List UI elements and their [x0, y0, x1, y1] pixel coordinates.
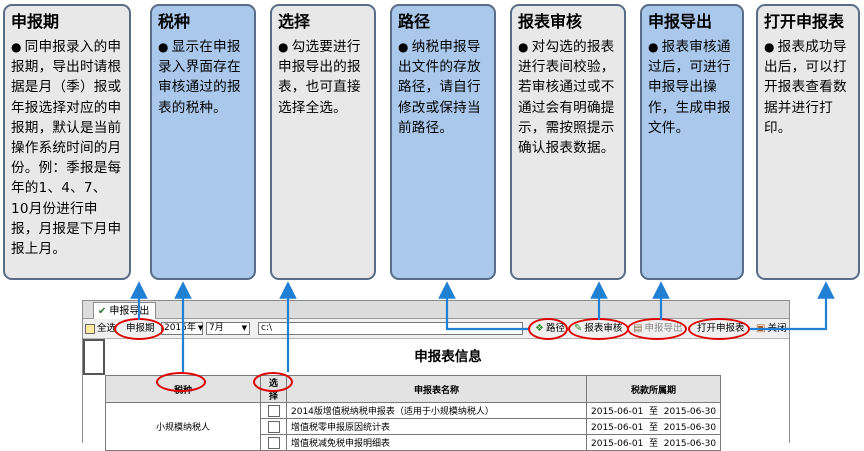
callout-path: 路径 ●纳税申报导出文件的存放路径，请自行修改或保持当前路径。 — [390, 4, 496, 280]
callout-export: 申报导出 ●报表审核通过后，可进行申报导出操作，生成申报文件。 — [640, 4, 744, 280]
highlight-open-report-button — [688, 318, 750, 340]
callout-body: 勾选要进行申报导出的报表，也可直接选择全选。 — [278, 39, 361, 116]
select-all-checkbox[interactable]: 全选 — [85, 321, 116, 336]
checkbox-icon — [85, 323, 95, 334]
callout-body: 同申报录入的申报期，导出时请根据是月（季）报或年报选择对应的申报期，默认是当前操… — [11, 39, 122, 258]
highlight-export-button — [627, 318, 687, 340]
checkmark-icon: ✔ — [98, 305, 107, 317]
highlight-tax-type-header — [156, 372, 206, 392]
tab-declare-export[interactable]: ✔ 申报导出 — [93, 302, 157, 319]
chevron-down-icon: ▼ — [241, 324, 247, 332]
bullet-icon: ● — [648, 40, 659, 54]
header-tax-period: 税款所属期 — [585, 375, 722, 403]
table-row: 增值税减免税申报明细表 2015-06-01 至 2015-06-30 — [106, 434, 722, 451]
select-all-label: 全选 — [97, 323, 117, 334]
bullet-icon: ● — [158, 40, 169, 54]
callout-body: 显示在申报录入界面存在审核通过的报表的税种。 — [158, 39, 241, 116]
callout-body: 报表成功导出后，可以打开报表查看数据并进行打印。 — [764, 39, 847, 136]
bullet-icon: ● — [764, 40, 775, 54]
callout-title: 报表审核 — [518, 12, 583, 31]
callout-title: 申报期 — [11, 12, 60, 31]
row-header-cell — [83, 339, 105, 375]
row-checkbox[interactable] — [267, 420, 280, 433]
callout-title: 路径 — [398, 12, 431, 31]
sheet-title: 申报表信息 — [414, 349, 482, 365]
callout-title: 申报导出 — [648, 12, 713, 31]
highlight-path-button — [528, 318, 568, 340]
arrow-open-report — [750, 281, 835, 331]
bullet-icon: ● — [398, 40, 409, 54]
callout-period: 申报期 ●同申报录入的申报期，导出时请根据是月（季）报或年报选择对应的申报期，默… — [3, 4, 131, 280]
header-report-name: 申报表名称 — [286, 375, 587, 403]
callout-tax-type: 税种 ●显示在申报录入界面存在审核通过的报表的税种。 — [150, 4, 256, 280]
callout-body: 纳税申报导出文件的存放路径，请自行修改或保持当前路径。 — [398, 39, 481, 136]
bullet-icon: ● — [518, 40, 529, 54]
tab-bar: ✔ 申报导出 — [83, 301, 789, 319]
bullet-icon: ● — [278, 40, 289, 54]
bullet-icon: ● — [11, 40, 22, 54]
callout-audit: 报表审核 ●对勾选的报表进行表间校验，若审核通过或不通过会有明确提示，需按照提示… — [510, 4, 626, 280]
callout-open-report: 打开申报表 ●报表成功导出后，可以打开报表查看数据并进行打印。 — [756, 4, 860, 280]
tab-label: 申报导出 — [109, 305, 150, 317]
callout-body: 报表审核通过后，可进行申报导出操作，生成申报文件。 — [648, 39, 731, 136]
tax-period-cell: 2015-06-01 至 2015-06-30 — [585, 434, 722, 451]
row-checkbox[interactable] — [267, 436, 280, 449]
callout-select: 选择 ●勾选要进行申报导出的报表，也可直接选择全选。 — [270, 4, 376, 280]
chevron-down-icon: ▼ — [197, 324, 204, 332]
month-select[interactable]: 7月▼ — [206, 322, 250, 335]
callout-body: 对勾选的报表进行表间校验，若审核通过或不通过会有明确提示，需按照提示确认报表数据… — [518, 39, 615, 157]
callout-title: 税种 — [158, 12, 191, 31]
highlight-select-header — [253, 372, 293, 392]
callout-title: 打开申报表 — [764, 12, 845, 31]
arrow-path — [438, 281, 528, 331]
row-checkbox[interactable] — [267, 404, 280, 417]
callout-title: 选择 — [278, 12, 311, 31]
report-sheet: 申报表信息 税种 选择 申报表名称 税款所属期 小规模纳税人 2014版增值税纳… — [83, 339, 789, 451]
